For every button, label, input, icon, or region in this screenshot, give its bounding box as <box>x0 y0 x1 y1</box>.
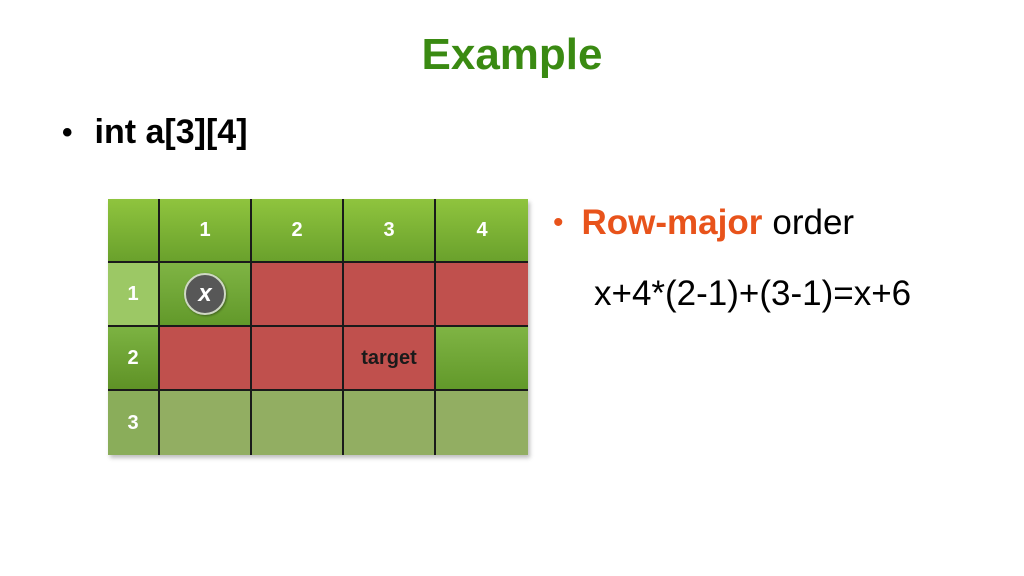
cell-1-2 <box>252 263 344 327</box>
bullet-int-declaration: • int a[3][4] <box>62 113 248 152</box>
col-header-1: 1 <box>160 199 252 263</box>
bullet-text: int a[3][4] <box>94 113 248 151</box>
cell-1-1: x <box>160 263 252 327</box>
corner-cell <box>108 199 160 263</box>
cell-2-4 <box>436 327 528 391</box>
cell-3-4 <box>436 391 528 455</box>
bullet-point-icon: • <box>553 206 564 239</box>
cell-1-3 <box>344 263 436 327</box>
bullet-row-major: • Row-major order <box>553 203 854 243</box>
cell-3-2 <box>252 391 344 455</box>
col-header-4: 4 <box>436 199 528 263</box>
row-header-1: 1 <box>108 263 160 327</box>
target-label: target <box>361 346 417 369</box>
array-grid: 1 2 3 4 1 x 2 target 3 <box>108 199 528 455</box>
cell-3-3 <box>344 391 436 455</box>
cell-2-2 <box>252 327 344 391</box>
col-header-2: 2 <box>252 199 344 263</box>
col-header-3: 3 <box>344 199 436 263</box>
row-header-3: 3 <box>108 391 160 455</box>
bullet-point-icon: • <box>62 115 73 149</box>
row-major-highlight: Row-major <box>581 203 763 242</box>
cell-2-1 <box>160 327 252 391</box>
cell-3-1 <box>160 391 252 455</box>
cell-2-3: target <box>344 327 436 391</box>
address-formula: x+4*(2-1)+(3-1)=x+6 <box>594 274 912 313</box>
x-base-marker-icon: x <box>184 273 226 315</box>
row-header-2: 2 <box>108 327 160 391</box>
cell-1-4 <box>436 263 528 327</box>
slide-title: Example <box>421 30 603 79</box>
order-text: order <box>772 203 855 242</box>
